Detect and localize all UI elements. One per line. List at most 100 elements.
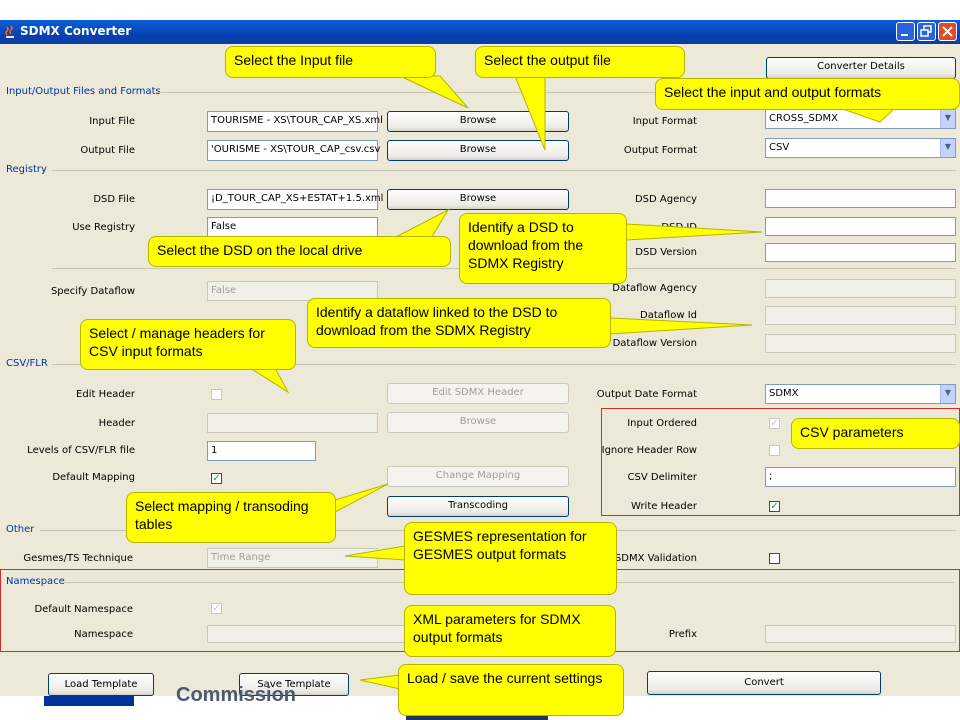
use-registry-select[interactable]: False xyxy=(207,217,378,237)
callout-dataflow: Identify a dataflow linked to the DSD to… xyxy=(307,298,611,348)
dataflow-id-label: Dataflow Id xyxy=(640,310,697,321)
dsd-version-field[interactable] xyxy=(765,243,956,262)
maximize-button[interactable] xyxy=(917,22,936,41)
dsd-browse-button[interactable]: Browse xyxy=(387,189,569,210)
callout-mapping: Select mapping / transoding tables xyxy=(126,492,336,543)
input-file-field[interactable]: TOURISME - XS\TOUR_CAP_XS.xml xyxy=(207,111,383,132)
dataflow-version-label: Dataflow Version xyxy=(612,338,697,349)
close-button[interactable] xyxy=(938,22,957,41)
output-file-field[interactable]: 'OURISME - XS\TOUR_CAP_csv.csv xyxy=(207,140,380,161)
ignore-header-row-checkbox[interactable] xyxy=(769,445,780,456)
default-mapping-checkbox[interactable]: ✓ xyxy=(211,473,222,484)
use-registry-value: False xyxy=(211,221,237,232)
dsd-file-label: DSD File xyxy=(93,194,135,205)
edit-header-checkbox[interactable] xyxy=(211,389,222,400)
callout-output-file: Select the output file xyxy=(475,46,685,78)
save-template-button[interactable]: Save Template xyxy=(239,673,349,696)
input-browse-button[interactable]: Browse xyxy=(387,111,569,132)
chevron-down-icon[interactable]: ▼ xyxy=(940,110,955,128)
change-mapping-button[interactable]: Change Mapping xyxy=(387,466,569,487)
output-file-label: Output File xyxy=(80,145,135,156)
header-browse-button[interactable]: Browse xyxy=(387,412,569,433)
output-date-format-label: Output Date Format xyxy=(596,389,697,400)
specify-dataflow-select[interactable]: False xyxy=(207,281,378,301)
default-namespace-checkbox[interactable]: ✓ xyxy=(211,603,222,614)
edit-sdmx-header-button[interactable]: Edit SDMX Header xyxy=(387,383,569,404)
dataflow-id-field[interactable] xyxy=(765,306,956,325)
input-format-value: CROSS_SDMX xyxy=(769,113,839,124)
convert-button[interactable]: Convert xyxy=(647,671,881,695)
java-cup-icon xyxy=(5,25,14,38)
output-browse-button[interactable]: Browse xyxy=(387,140,569,161)
section-csv-divider xyxy=(52,364,956,365)
prefix-label: Prefix xyxy=(668,629,697,640)
dataflow-agency-field[interactable] xyxy=(765,279,956,298)
input-ordered-checkbox[interactable]: ✓ xyxy=(769,418,780,429)
callout-gesmes: GESMES representation for GESMES output … xyxy=(404,522,617,595)
header-label: Header xyxy=(98,418,135,429)
input-file-label: Input File xyxy=(89,116,135,127)
dataflow-agency-label: Dataflow Agency xyxy=(612,283,697,294)
sdmx-validation-label: SDMX Validation xyxy=(614,553,697,564)
edit-header-label: Edit Header xyxy=(76,389,135,400)
load-template-button[interactable]: Load Template xyxy=(48,673,154,696)
dsd-id-field[interactable] xyxy=(765,217,956,236)
use-registry-label: Use Registry xyxy=(72,222,135,233)
namespace-field[interactable] xyxy=(207,625,407,643)
callout-dsd-local: Select the DSD on the local drive xyxy=(148,236,451,267)
gesmes-select[interactable]: Time Range xyxy=(207,548,378,568)
csv-delimiter-label: CSV Delimiter xyxy=(627,472,697,483)
sdmx-validation-checkbox[interactable] xyxy=(769,553,780,564)
chevron-down-icon[interactable]: ▼ xyxy=(940,139,955,157)
callout-csv-params: CSV parameters xyxy=(791,418,960,449)
default-namespace-label: Default Namespace xyxy=(34,604,133,615)
callout-formats: Select the input and output formats xyxy=(655,78,960,110)
callout-input-file: Select the Input file xyxy=(225,46,436,78)
branding-flag-bar xyxy=(44,696,134,706)
callout-dsd-registry: Identify a DSD to download from the SDMX… xyxy=(459,213,627,284)
input-ordered-label: Input Ordered xyxy=(627,418,697,429)
namespace-label: Namespace xyxy=(74,629,133,640)
callout-xml: XML parameters for SDMX output formats xyxy=(404,605,616,657)
section-other-title: Other xyxy=(6,524,35,535)
output-format-select[interactable]: CSV xyxy=(765,138,956,158)
output-date-format-value: SDMX xyxy=(769,388,799,399)
gesmes-label: Gesmes/TS Technique xyxy=(23,553,133,564)
levels-field[interactable]: 1 xyxy=(207,441,316,461)
write-header-label: Write Header xyxy=(631,501,697,512)
levels-label: Levels of CSV/FLR file xyxy=(27,445,135,456)
dsd-file-field[interactable]: ¡D_TOUR_CAP_XS+ESTAT+1.5.xml xyxy=(207,189,383,210)
input-format-select[interactable]: CROSS_SDMX xyxy=(765,109,956,129)
window-title: SDMX Converter xyxy=(20,24,132,38)
write-header-checkbox[interactable]: ✓ xyxy=(769,501,780,512)
dsd-version-label: DSD Version xyxy=(635,247,697,258)
prefix-field[interactable] xyxy=(765,625,956,643)
output-format-value: CSV xyxy=(769,142,790,153)
restore-icon xyxy=(920,25,932,37)
input-format-label: Input Format xyxy=(632,116,697,127)
callout-headers: Select / manage headers for CSV input fo… xyxy=(80,319,296,370)
specify-dataflow-label: Specify Dataflow xyxy=(50,286,135,297)
specify-dataflow-value: False xyxy=(211,285,237,296)
minimize-icon xyxy=(901,34,908,36)
title-bar[interactable] xyxy=(0,20,960,44)
default-mapping-label: Default Mapping xyxy=(52,472,135,483)
output-format-label: Output Format xyxy=(623,145,697,156)
converter-details-button[interactable]: Converter Details xyxy=(766,57,956,79)
minimize-button[interactable] xyxy=(896,22,915,41)
output-date-format-select[interactable]: SDMX xyxy=(765,384,956,404)
section-io-title: Input/Output Files and Formats xyxy=(6,86,161,97)
dsd-agency-field[interactable] xyxy=(765,189,956,208)
section-csv-title: CSV/FLR xyxy=(6,358,48,369)
transcoding-button[interactable]: Transcoding xyxy=(387,496,569,517)
csv-delimiter-field[interactable]: ; xyxy=(765,467,956,487)
header-field[interactable] xyxy=(207,413,378,433)
callout-template: Load / save the current settings xyxy=(398,664,624,716)
section-registry-title: Registry xyxy=(6,164,47,175)
dsd-agency-label: DSD Agency xyxy=(634,194,697,205)
chevron-down-icon[interactable]: ▼ xyxy=(940,385,955,403)
section-namespace-title: Namespace xyxy=(6,576,65,587)
dataflow-version-field[interactable] xyxy=(765,334,956,353)
close-icon xyxy=(942,26,953,37)
section-io-divider xyxy=(156,92,956,93)
